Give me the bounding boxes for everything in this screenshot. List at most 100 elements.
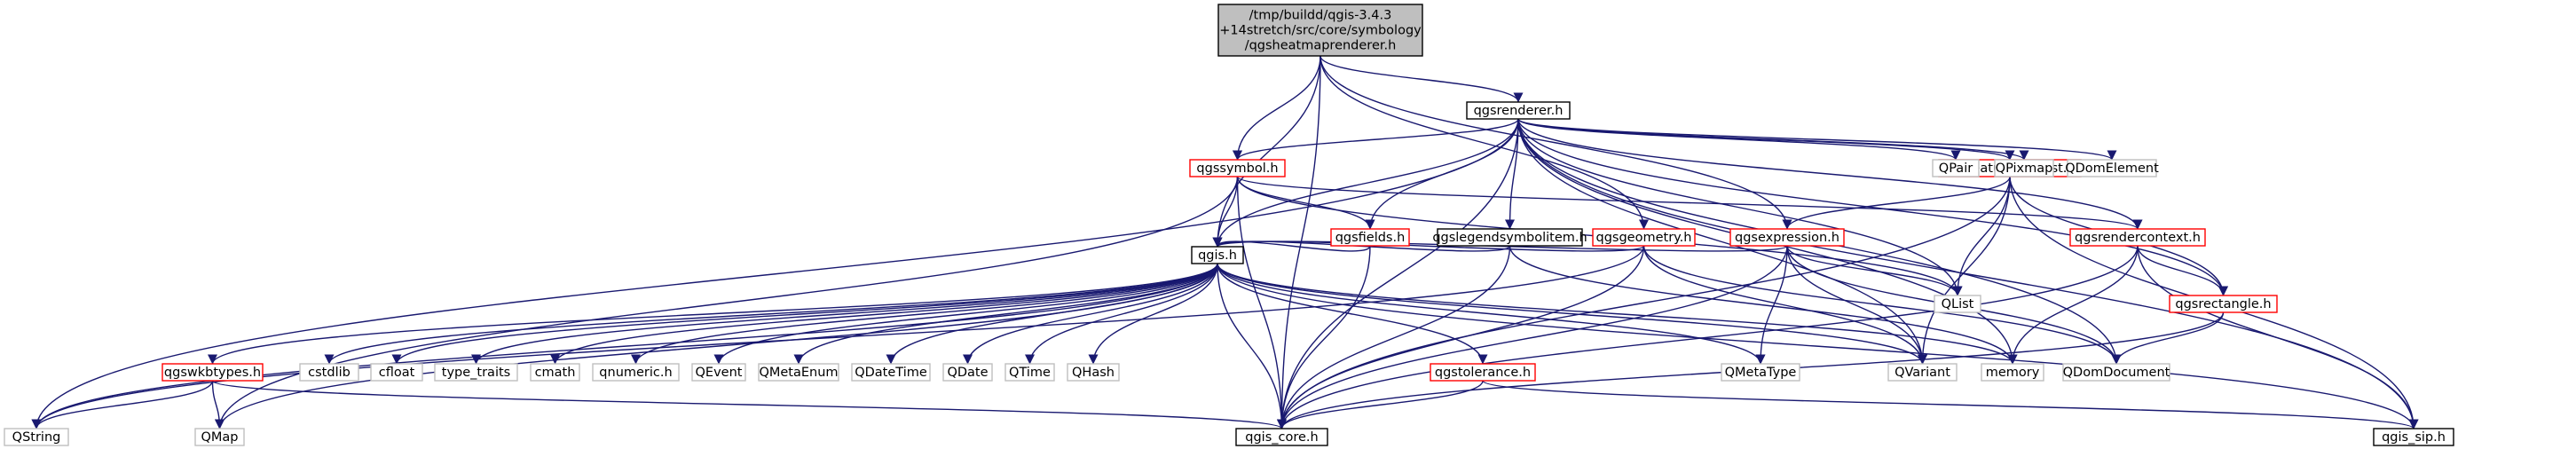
node-box (758, 363, 839, 382)
edge-qgslegendsymbolitem_h-to-memory (1509, 245, 2018, 365)
node-box (434, 363, 518, 382)
node-qgsfields-h[interactable]: qgsfields.h (1330, 228, 1410, 247)
node-QDomElement: QDomElement (2065, 159, 2159, 177)
edge-qgis_h-to-QDate (962, 263, 1218, 365)
node-box (1004, 363, 1055, 382)
node-box (2169, 295, 2278, 313)
edge-qgis_h-to-QHash (1088, 263, 1218, 365)
node-label: qgsexpression.h (1735, 231, 1839, 245)
node-qgsexpression-h[interactable]: qgsexpression.h (1729, 228, 1845, 247)
node-label: qgis_sip.h (2382, 430, 2446, 445)
node-box (161, 363, 264, 382)
node-box (1934, 295, 1981, 313)
node-box (1430, 363, 1536, 382)
edge-qgsrenderer_h-to-qgsrendercontext_h (1517, 118, 2143, 230)
edge-qgsexpression_h-to-QMetaType (1755, 245, 1788, 365)
edge-qgsrendercontext_h-to-memory (2007, 245, 2139, 365)
edge-qgis_h-to-qnumeric_h (631, 263, 1218, 365)
edge-qgsfeaturerequest_h-to-qgis_core_h (1276, 176, 2011, 429)
node-cmath: cmath (530, 363, 580, 382)
node-box (1330, 228, 1410, 247)
node-QVariant: QVariant (1887, 363, 1958, 382)
edge-qgis_h-to-memory (1217, 263, 2018, 365)
node-label: QString (12, 430, 61, 445)
edge-qgsrenderer_h-to-QString (31, 118, 1519, 429)
node-label: QMetaEnum (759, 366, 838, 380)
node-label: qgsgeometry.h (1596, 231, 1692, 245)
node-root[interactable]: /tmp/buildd/qgis-3.4.3+14stretch/src/cor… (1217, 4, 1423, 57)
node-box (370, 363, 423, 382)
node-label: qgslegendsymbolitem.h (1432, 231, 1587, 245)
node-cfloat: cfloat (370, 363, 423, 382)
edge-qgsfields_h-to-qgis_h (1212, 237, 1371, 252)
node-QDateTime: QDateTime (851, 363, 931, 382)
node-label: qgsfields.h (1335, 231, 1406, 245)
node-label: QList (1942, 297, 1974, 311)
node-qgssymbol-h[interactable]: qgssymbol.h (1189, 159, 1286, 177)
node-QMetaEnum: QMetaEnum (758, 363, 839, 382)
node-label: QPair (1939, 162, 1973, 176)
node-box (1191, 246, 1244, 264)
edge-qgsrendercontext_h-to-qgsrectangle_h (2137, 245, 2229, 296)
edge-qgis_h-to-qgis_core_h (1217, 263, 1288, 429)
node-label: qgis.h (1198, 248, 1237, 263)
edge-qgsrenderer_h-to-qgssymbol_h (1233, 118, 1519, 161)
node-label: qnumeric.h (599, 366, 672, 380)
node-label: qgstolerance.h (1435, 366, 1531, 380)
node-QDomDocument: QDomDocument (2062, 363, 2170, 382)
node-QHash: QHash (1067, 363, 1120, 382)
edge-qgstolerance_h-to-qgis_core_h (1276, 380, 1484, 429)
edge-qgis_h-to-qgis_sip_h (1217, 263, 2419, 429)
node-qgis-sip-h[interactable]: qgis_sip.h (2373, 428, 2454, 446)
edge-qgswkbtypes_h-to-QMap (211, 380, 225, 429)
node-QPixmap: QPixmap (1994, 159, 2054, 177)
node-box (1437, 228, 1583, 247)
node-label: qgswkbtypes.h (164, 366, 261, 380)
node-box (2373, 428, 2454, 446)
node-QPair: QPair (1932, 159, 1980, 177)
node-box (942, 363, 993, 382)
node-QEvent: QEvent (691, 363, 746, 382)
node-qgsrendercontext-h[interactable]: qgsrendercontext.h (2069, 228, 2206, 247)
node-qgsrectangle-h[interactable]: qgsrectangle.h (2169, 295, 2278, 313)
node-label: QTime (1009, 366, 1051, 380)
node-label: qgsrenderer.h (1474, 104, 1564, 118)
node-qgis-h[interactable]: qgis.h (1191, 246, 1244, 264)
edge-root-to-qgsgeometry_h (1320, 55, 1650, 230)
edge-qgsgeometry_h-to-QDomDocument (1642, 245, 2122, 365)
node-QList: QList (1934, 295, 1981, 313)
edge-qgsgeometry_h-to-qgis_core_h (1276, 245, 1645, 429)
edge-qgsrenderer_h-to-QPixmap (1517, 118, 2029, 161)
edge-qgsgeometry_h-to-QString (31, 245, 1645, 429)
node-label: QMap (201, 430, 238, 445)
node-box (1994, 159, 2054, 177)
node-QString: QString (4, 428, 69, 446)
node-box (1217, 4, 1423, 57)
edge-qgis_h-to-cfloat (391, 263, 1218, 365)
node-label: qgis_core.h (1245, 430, 1318, 445)
node-qgstolerance-h[interactable]: qgstolerance.h (1430, 363, 1536, 382)
edge-qgsrendercontext_h-to-qgis_sip_h (2137, 245, 2419, 429)
node-box (592, 363, 680, 382)
node-label: QMetaType (1725, 366, 1797, 380)
node-label: cfloat (379, 366, 415, 380)
node-label: memory (1986, 366, 2040, 380)
node-label: QPixmap (1996, 162, 2053, 176)
node-qnumeric-h: qnumeric.h (592, 363, 680, 382)
node-qgsgeometry-h[interactable]: qgsgeometry.h (1592, 228, 1696, 247)
edge-qgssymbol_h-to-QMap (214, 176, 1239, 429)
node-qgsrenderer-h[interactable]: qgsrenderer.h (1466, 101, 1571, 120)
node-qgis-core-h[interactable]: qgis_core.h (1235, 428, 1328, 446)
node-qgslegendsymbolitem-h[interactable]: qgslegendsymbolitem.h (1432, 228, 1587, 247)
edge-qgsrenderer_h-to-QPair (1517, 118, 1961, 161)
node-qgswkbtypes-h[interactable]: qgswkbtypes.h (161, 363, 264, 382)
node-box (4, 428, 69, 446)
edge-qgsexpression_h-to-qgis_core_h (1276, 245, 1788, 429)
edge-qgis_h-to-QVariant (1217, 263, 1927, 365)
node-box (1067, 363, 1120, 382)
node-label: QDateTime (855, 366, 927, 380)
edge-qgsfeaturerequest_h-to-qgsexpression_h (1782, 176, 2011, 230)
edge-qgssymbol_h-to-qgsrendercontext_h (1236, 176, 2143, 230)
node-box (691, 363, 746, 382)
